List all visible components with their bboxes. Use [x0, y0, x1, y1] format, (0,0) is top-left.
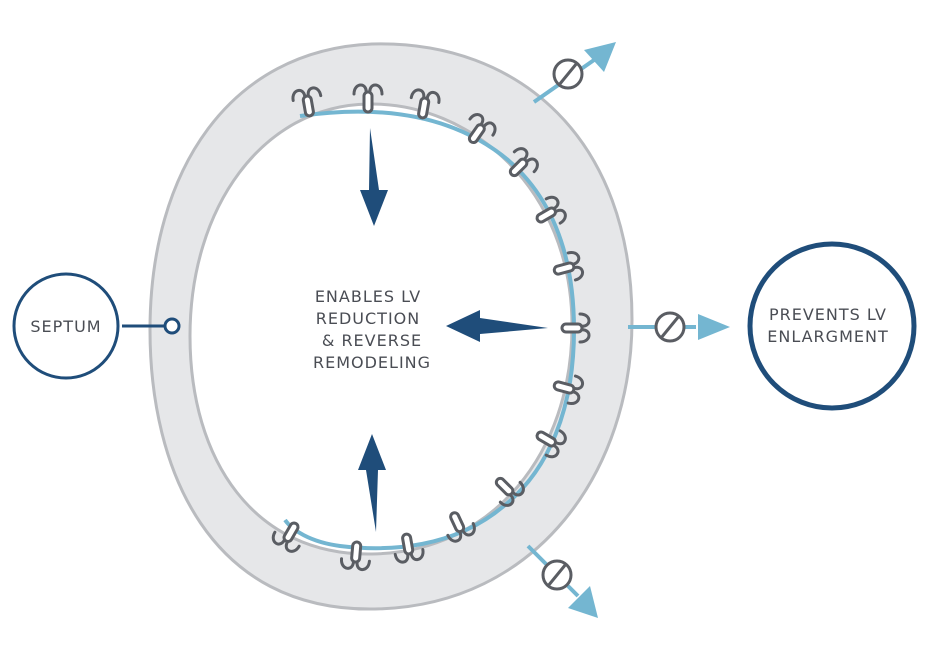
- no-symbol-icon: [541, 559, 573, 591]
- suture-stitch-icon: [552, 250, 584, 282]
- no-symbol-icon: [552, 58, 584, 90]
- suture-stitch-icon: [271, 521, 301, 553]
- suture-stitch-icon: [409, 88, 441, 120]
- suture-stitches: [271, 83, 591, 572]
- inward-arrow-down-icon: [360, 128, 388, 226]
- center-label-line3: & REVERSE: [322, 331, 422, 350]
- suture-stitch-icon: [494, 476, 525, 507]
- prevents-label-line2: ENLARGMENT: [767, 327, 888, 346]
- septum-label: SEPTUM: [30, 317, 101, 336]
- suture-stitch-icon: [352, 83, 384, 114]
- suture-stitch-icon: [340, 540, 371, 572]
- center-label-line2: REDUCTION: [316, 309, 420, 328]
- suture-stitch-icon: [535, 429, 567, 459]
- inward-arrow-up-icon: [358, 434, 386, 532]
- suture-stitch-icon: [535, 195, 567, 225]
- suture-stitch-icon: [291, 86, 323, 118]
- suture-stitch-icon: [467, 113, 497, 145]
- prevents-circle: [747, 241, 917, 411]
- center-label-line1: ENABLES LV: [315, 287, 421, 306]
- suture-stitch-icon: [560, 312, 591, 344]
- no-symbol-icon: [654, 311, 686, 343]
- suture-stitch-icon: [393, 532, 425, 564]
- suture-stitch-icon: [552, 374, 584, 406]
- suture-stitch-icon: [446, 511, 476, 543]
- center-label-line4: REMODELING: [313, 353, 431, 372]
- suture-stitch-icon: [508, 147, 539, 178]
- prevents-label-line1: PREVENTS LV: [769, 305, 887, 324]
- ventricle-cavity: [188, 102, 574, 556]
- inward-arrow-left-icon: [446, 310, 548, 342]
- septum-anchor: [163, 317, 181, 335]
- septum-circle: [12, 272, 120, 380]
